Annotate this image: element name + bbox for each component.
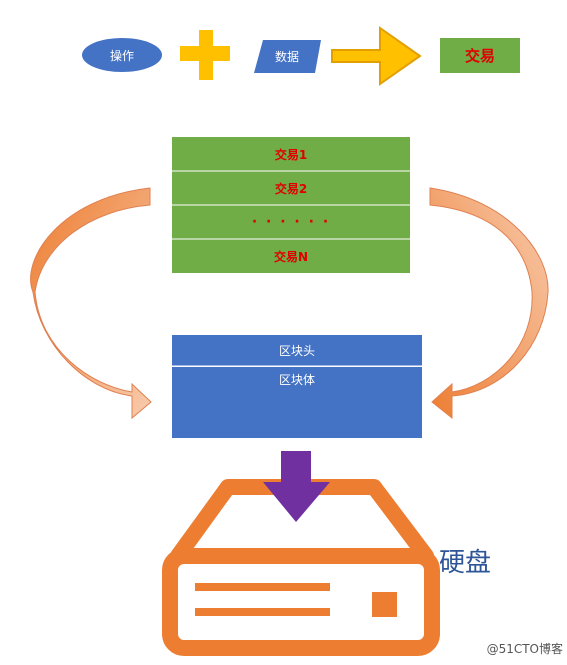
- block-header-label: 区块头: [278, 344, 315, 358]
- hard-drive-body: [162, 548, 440, 656]
- transaction-row: 交易1: [274, 147, 308, 162]
- operation-label: 操作: [109, 48, 134, 63]
- left-curved-arrow: [30, 187, 152, 420]
- block-body-rect: [172, 367, 422, 438]
- down-arrow: [263, 451, 330, 522]
- data-label: 数据: [274, 50, 299, 64]
- disk-label: 硬盘: [438, 547, 491, 578]
- transaction-row: 交易2: [274, 181, 308, 196]
- transaction-rect: [440, 38, 520, 73]
- data-parallelogram: [254, 40, 321, 73]
- right-curved-arrow: [429, 187, 549, 420]
- block-body-label: 区块体: [278, 372, 315, 387]
- hard-drive-slot-1: [195, 583, 330, 591]
- hard-drive-slot-2: [195, 608, 330, 616]
- plus-shape: [180, 30, 230, 80]
- right-arrow-shape: [331, 26, 422, 86]
- transaction-ellipsis-row: · · · · · ·: [251, 214, 331, 230]
- operation-ellipse: [82, 38, 162, 72]
- hard-drive-led: [372, 592, 397, 617]
- transaction-label: 交易: [464, 47, 495, 65]
- watermark: @51CTO博客: [486, 641, 563, 656]
- block-header-rect: [172, 335, 422, 366]
- transaction-row: 交易N: [273, 249, 309, 264]
